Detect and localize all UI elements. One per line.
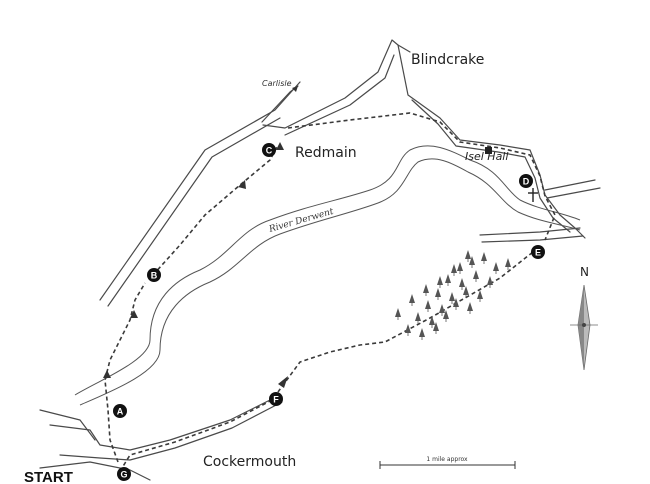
- waypoint-a-label: A: [117, 407, 124, 417]
- road-e-west: [479, 227, 581, 236]
- tree-icon: [465, 250, 471, 259]
- main-road-carlisle-edge: [107, 117, 281, 307]
- route-f-to-g: [121, 399, 273, 469]
- tree-icon: [463, 286, 469, 295]
- road-east-d-edge: [546, 187, 601, 199]
- tree-icon: [437, 276, 443, 285]
- tree-icon: [449, 292, 455, 301]
- road-blindcrake-isel: [397, 44, 586, 239]
- waypoint-b: B: [147, 268, 161, 282]
- tree-icon: [433, 322, 439, 331]
- waypoint-g: G: [117, 467, 131, 481]
- carlisle-arrowhead-icon: [292, 86, 298, 92]
- church-cross-icon: [528, 188, 538, 202]
- waypoint-f-label: F: [273, 395, 279, 405]
- waypoint-g-label: G: [120, 470, 127, 480]
- road-blindcrake-isel-edge: [411, 99, 571, 233]
- waypoint-e: E: [531, 245, 545, 259]
- route-arrows: [103, 142, 288, 388]
- tree-icon: [439, 304, 445, 313]
- route-start-to-b: [104, 282, 146, 463]
- place-cockermouth: Cockermouth: [203, 454, 296, 470]
- tree-icon: [469, 256, 475, 265]
- route-arrow-icon: [278, 376, 288, 388]
- route-b-to-c: [152, 144, 279, 276]
- walking-route: [104, 112, 556, 469]
- waypoint-c-label: C: [266, 146, 273, 156]
- route-arrow-icon: [276, 142, 284, 150]
- river-bank-south: [79, 158, 581, 406]
- river-bank-north: [74, 145, 581, 396]
- waypoint-c: C: [262, 143, 276, 157]
- tree-icon: [419, 328, 425, 337]
- tree-icon: [423, 284, 429, 293]
- carlisle-label: Carlisle: [262, 79, 292, 88]
- route-arrow-icon: [238, 180, 246, 189]
- waypoint-d-label: D: [523, 177, 530, 187]
- route-arrow-icon: [130, 310, 138, 318]
- tree-icon: [457, 262, 463, 271]
- carlisle-direction: Carlisle: [261, 79, 299, 123]
- road-cockermouth-edge: [59, 401, 283, 461]
- tree-icon: [473, 270, 479, 279]
- route-e-to-f: [277, 247, 539, 393]
- main-road-carlisle: [99, 81, 301, 301]
- tree-icon: [443, 310, 449, 319]
- tree-icon: [405, 324, 411, 333]
- tree-icon: [395, 308, 401, 317]
- tree-icon: [477, 290, 483, 299]
- tree-icon: [415, 312, 421, 321]
- tree-icon: [445, 274, 451, 283]
- tree-icon: [481, 252, 487, 261]
- road-east-d: [544, 179, 596, 191]
- hall-building-icon: [485, 147, 492, 154]
- tree-icon: [409, 294, 415, 303]
- north-label: N: [580, 265, 589, 279]
- start-label: START: [24, 469, 73, 484]
- road-town-bottom: [39, 461, 151, 481]
- tree-icon: [451, 264, 457, 273]
- tree-icon: [425, 300, 431, 309]
- north-arrow-icon: N: [570, 265, 598, 371]
- isel-hall-feature: Isel Hall: [465, 147, 538, 202]
- scale-bar: 1 mile approx: [379, 456, 516, 469]
- tree-icon: [505, 258, 511, 267]
- tree-icon: [493, 262, 499, 271]
- roads: [39, 39, 601, 481]
- tree-icon: [459, 278, 465, 287]
- place-redmain: Redmain: [295, 145, 357, 161]
- waypoint-e-label: E: [535, 248, 541, 258]
- road-town-west: [39, 409, 96, 441]
- scale-label: 1 mile approx: [426, 456, 468, 463]
- road-redmain-blindcrake-edge: [284, 54, 395, 136]
- waypoint-b-label: B: [151, 271, 158, 281]
- tree-icon: [487, 276, 493, 285]
- road-cockermouth: [49, 394, 281, 451]
- tree-icon: [435, 288, 441, 297]
- route-arrow-icon: [103, 370, 111, 378]
- route-c-to-isel: [287, 112, 556, 241]
- waypoint-f: F: [269, 392, 283, 406]
- isel-hall-label: Isel Hall: [465, 150, 508, 163]
- river-label: River Derwent: [267, 207, 335, 235]
- woodland: [395, 250, 511, 340]
- waypoint-d: D: [519, 174, 533, 188]
- tree-icon: [453, 298, 459, 307]
- waypoint-a: A: [113, 404, 127, 418]
- road-e-west-edge: [481, 235, 584, 243]
- tree-icon: [429, 316, 435, 325]
- tree-icon: [467, 302, 473, 311]
- place-blindcrake: Blindcrake: [411, 52, 484, 68]
